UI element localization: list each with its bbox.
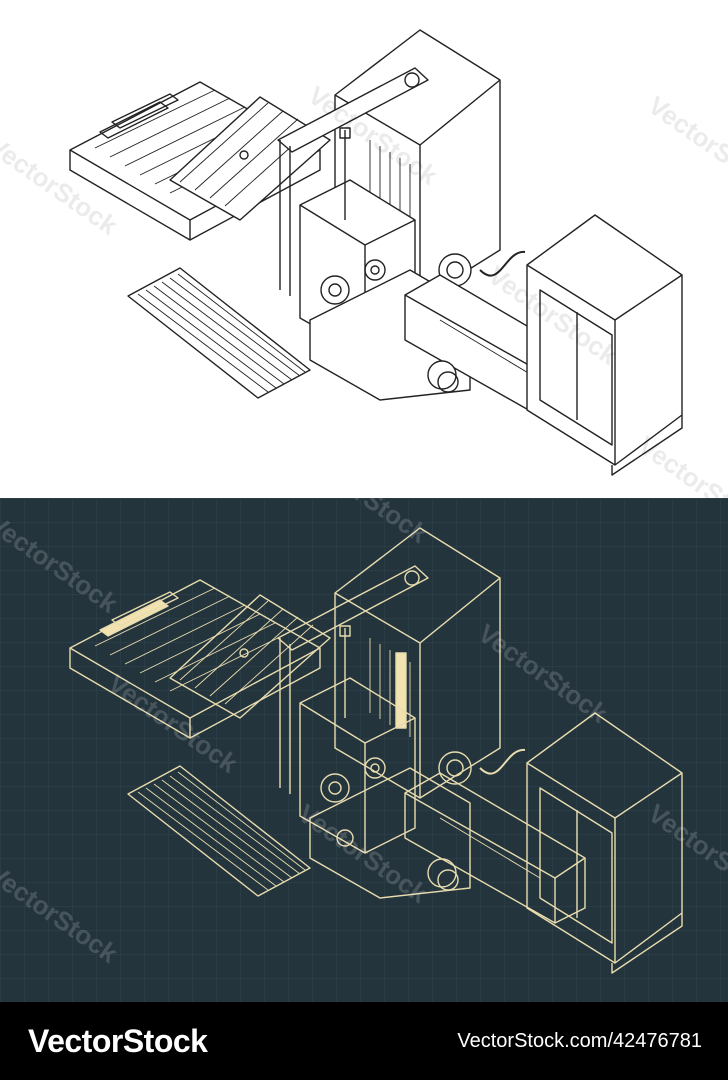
- machine-drawing-light: [69, 29, 683, 476]
- machine-drawing-dark: [0, 498, 728, 1002]
- column: [334, 527, 501, 799]
- machine-base: [309, 767, 471, 899]
- brand-logo-text: VectorStock: [28, 1022, 208, 1059]
- electrical-cabinet: [526, 214, 683, 466]
- image-credit-text: VectorStock.com/42476781: [457, 1029, 702, 1052]
- floor-plate: [127, 765, 311, 897]
- light-blueprint-panel: VectorStock VectorStock VectorStock Vect…: [0, 0, 728, 498]
- grid-background: [0, 498, 728, 1002]
- overarm: [277, 565, 429, 651]
- overarm: [277, 67, 429, 153]
- footer-bar: VectorStock VectorStock.com/42476781: [0, 1002, 728, 1080]
- drive-housing: [404, 772, 586, 924]
- dark-blueprint-panel: VectorStock VectorStock VectorStock Vect…: [0, 498, 728, 1002]
- gearbox: [299, 677, 416, 854]
